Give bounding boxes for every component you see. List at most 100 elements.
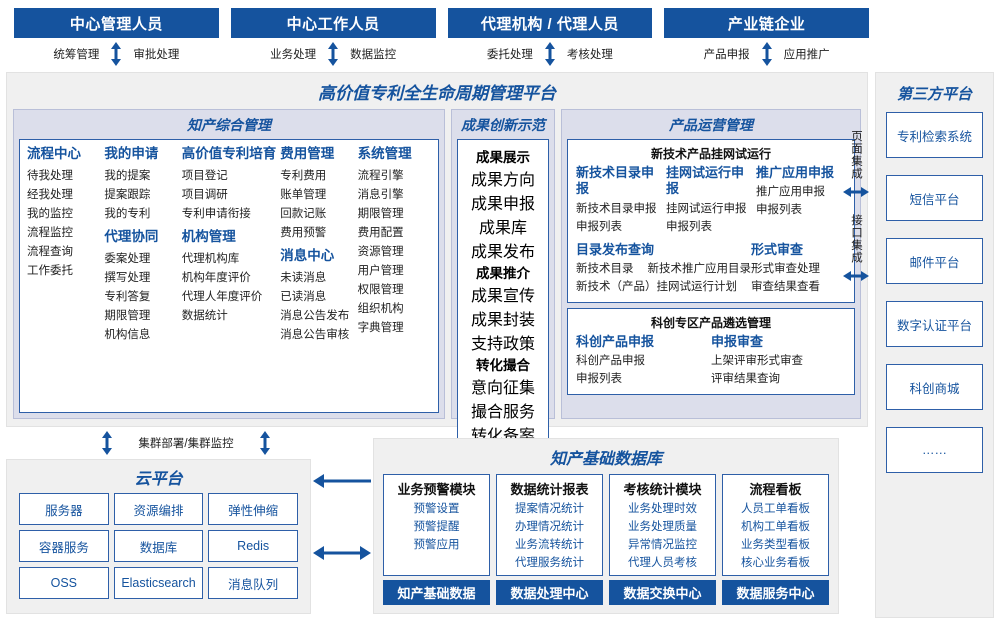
third-party-item-3[interactable]: 数字认证平台 xyxy=(886,301,983,347)
menu-item[interactable]: 成果发布 xyxy=(470,244,535,261)
menu-item[interactable]: 经我处理 xyxy=(27,188,73,201)
cloud-service-cell[interactable]: 弹性伸缩 xyxy=(208,493,298,525)
menu-heading[interactable]: 高价值专利培育 xyxy=(181,146,277,161)
menu-heading[interactable]: 费用管理 xyxy=(280,146,335,161)
menu-item[interactable]: 申报列表 xyxy=(666,220,712,233)
menu-item[interactable]: 撰写处理 xyxy=(104,271,151,284)
menu-item[interactable]: 挂网试运行申报 xyxy=(666,202,747,215)
actor-title-3[interactable]: 产业链企业 xyxy=(664,8,869,38)
menu-item[interactable]: 成果宣传 xyxy=(470,288,535,305)
menu-item[interactable]: 专利费用 xyxy=(280,169,327,182)
menu-heading[interactable]: 挂网试运行申报 xyxy=(666,165,745,197)
menu-item[interactable]: 机构年度评价 xyxy=(181,271,251,284)
menu-heading[interactable]: 形式审查 xyxy=(751,241,804,257)
menu-item[interactable]: 我的监控 xyxy=(27,207,73,220)
menu-item[interactable]: 待我处理 xyxy=(27,169,73,182)
menu-item[interactable]: 成果申报 xyxy=(470,196,535,213)
menu-item[interactable]: 申报列表 xyxy=(576,220,622,233)
database-item[interactable]: 人员工单看板 xyxy=(741,503,810,515)
menu-item[interactable]: 资源管理 xyxy=(357,245,404,258)
menu-item[interactable]: 我的专利 xyxy=(104,207,151,220)
third-party-item-1[interactable]: 短信平台 xyxy=(886,175,983,221)
menu-item[interactable]: 提案跟踪 xyxy=(104,188,151,201)
menu-item[interactable]: 账单管理 xyxy=(280,188,327,201)
menu-item[interactable]: 新技术推广应用目录 xyxy=(647,262,752,275)
menu-item[interactable]: 未读消息 xyxy=(280,271,327,284)
database-item[interactable]: 预警提醒 xyxy=(413,521,460,533)
cloud-service-cell[interactable]: 资源编排 xyxy=(113,493,204,525)
menu-item[interactable]: 数据统计 xyxy=(181,309,228,322)
database-footer-button[interactable]: 数据交换中心 xyxy=(609,580,716,605)
menu-item[interactable]: 期限管理 xyxy=(357,207,404,220)
menu-item[interactable]: 字典管理 xyxy=(357,321,404,334)
menu-item[interactable]: 流程监控 xyxy=(27,226,73,239)
menu-item[interactable]: 费用预警 xyxy=(280,226,327,239)
third-party-item-2[interactable]: 邮件平台 xyxy=(886,238,983,284)
database-item[interactable]: 核心业务看板 xyxy=(741,557,810,569)
database-item[interactable]: 业务流转统计 xyxy=(515,539,584,551)
menu-item[interactable]: 推广应用申报 xyxy=(756,186,825,199)
cloud-service-cell[interactable]: Redis xyxy=(208,530,298,562)
cloud-service-cell[interactable]: Elasticsearch xyxy=(113,567,204,599)
menu-item[interactable]: 新技术（产品）挂网试运行计划 xyxy=(576,280,737,293)
menu-item[interactable]: 组织机构 xyxy=(357,302,404,315)
menu-item[interactable]: 回款记账 xyxy=(280,207,327,220)
menu-item[interactable]: 新技术目录申报 xyxy=(576,202,657,215)
menu-item[interactable]: 意向征集 xyxy=(470,380,535,397)
cloud-service-cell[interactable]: 容器服务 xyxy=(19,530,109,562)
cloud-service-cell[interactable]: 数据库 xyxy=(113,530,204,562)
database-item[interactable]: 业务处理时效 xyxy=(628,503,697,515)
menu-item[interactable]: 期限管理 xyxy=(104,309,151,322)
menu-heading[interactable]: 科创产品申报 xyxy=(576,333,655,349)
menu-item[interactable]: 审查结果查看 xyxy=(751,280,820,293)
database-item[interactable]: 机构工单看板 xyxy=(741,521,810,533)
menu-heading[interactable]: 推广应用申报 xyxy=(756,165,835,180)
menu-item[interactable]: 形式审查处理 xyxy=(751,262,820,275)
menu-item[interactable]: 用户管理 xyxy=(357,264,404,277)
database-footer-button[interactable]: 知产基础数据 xyxy=(383,580,490,605)
database-item[interactable]: 预警应用 xyxy=(413,539,460,551)
menu-item[interactable]: 申报列表 xyxy=(756,204,802,217)
menu-item[interactable]: 流程引擎 xyxy=(357,169,404,182)
menu-item[interactable]: 申报列表 xyxy=(576,373,622,385)
menu-item[interactable]: 机构信息 xyxy=(104,328,151,341)
menu-heading[interactable]: 目录发布查询 xyxy=(576,241,655,257)
database-item[interactable]: 代理人员考核 xyxy=(628,557,697,569)
menu-item[interactable]: 消息引擎 xyxy=(357,188,404,201)
menu-heading[interactable]: 新技术目录申报 xyxy=(576,165,655,197)
menu-item[interactable]: 已读消息 xyxy=(280,290,327,303)
menu-item[interactable]: 我的提案 xyxy=(104,169,151,182)
menu-item[interactable]: 项目登记 xyxy=(181,169,228,182)
menu-item[interactable]: 消息公告发布 xyxy=(280,309,350,322)
menu-item[interactable]: 费用配置 xyxy=(357,226,404,239)
menu-item[interactable]: 工作委托 xyxy=(27,264,73,277)
database-item[interactable]: 异常情况监控 xyxy=(628,539,697,551)
menu-item[interactable]: 权限管理 xyxy=(357,283,404,296)
actor-title-1[interactable]: 中心工作人员 xyxy=(230,8,436,38)
database-item[interactable]: 业务处理质量 xyxy=(628,521,697,533)
menu-item[interactable]: 成果封装 xyxy=(470,312,535,329)
menu-heading[interactable]: 机构管理 xyxy=(181,228,236,244)
menu-item[interactable]: 专利申请衔接 xyxy=(181,207,251,220)
database-item[interactable]: 预警设置 xyxy=(413,503,460,515)
actor-title-0[interactable]: 中心管理人员 xyxy=(14,8,219,38)
menu-item[interactable]: 新技术目录 xyxy=(576,262,634,275)
menu-item[interactable]: 委案处理 xyxy=(104,252,151,265)
menu-heading[interactable]: 转化撮合 xyxy=(476,358,530,373)
menu-item[interactable]: 专利答复 xyxy=(104,290,151,303)
database-footer-button[interactable]: 数据服务中心 xyxy=(722,580,829,605)
menu-item[interactable]: 项目调研 xyxy=(181,188,228,201)
third-party-item-5[interactable]: …… xyxy=(886,427,983,473)
database-footer-button[interactable]: 数据处理中心 xyxy=(496,580,603,605)
cloud-service-cell[interactable]: OSS xyxy=(19,567,109,599)
menu-heading[interactable]: 代理协同 xyxy=(104,228,159,244)
menu-item[interactable]: 评审结果查询 xyxy=(711,373,780,385)
menu-heading[interactable]: 流程中心 xyxy=(27,146,81,161)
menu-heading[interactable]: 消息中心 xyxy=(280,247,335,263)
cloud-service-cell[interactable]: 消息队列 xyxy=(208,567,298,599)
menu-item[interactable]: 支持政策 xyxy=(470,336,535,353)
menu-heading[interactable]: 系统管理 xyxy=(357,146,412,161)
menu-item[interactable]: 成果库 xyxy=(478,220,527,237)
menu-heading[interactable]: 我的申请 xyxy=(104,146,159,161)
menu-item[interactable]: 代理机构库 xyxy=(181,252,240,265)
